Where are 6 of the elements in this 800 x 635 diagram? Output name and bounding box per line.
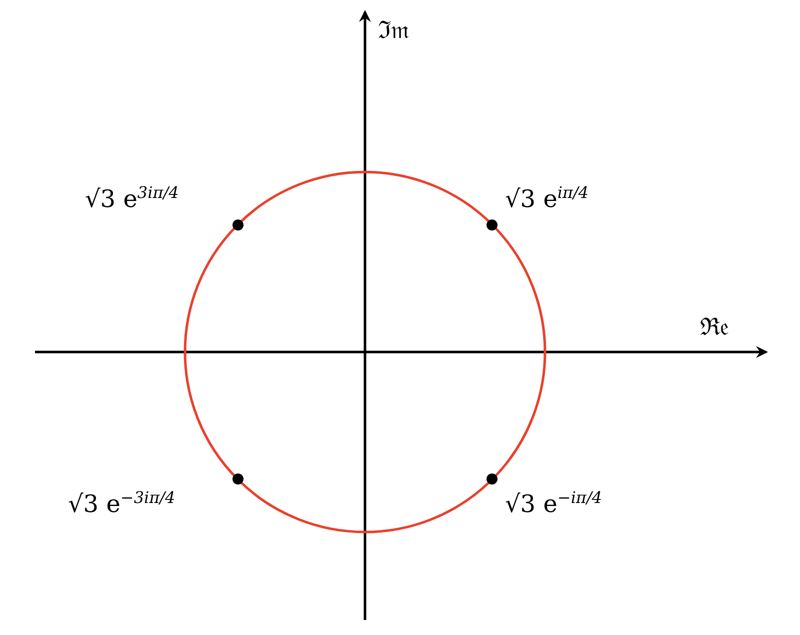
point-label: √3 e$^{−3iπ/4}$ [68,490,176,516]
axis-label: ℑ𝔪 [378,18,409,42]
point-label: √3 e$^{iπ/4}$ [505,185,589,211]
axis-label: ℜ𝔢 [700,315,729,339]
point-label: √3 e$^{−iπ/4}$ [505,490,602,516]
point-label: √3 e$^{3iπ/4}$ [85,185,179,211]
